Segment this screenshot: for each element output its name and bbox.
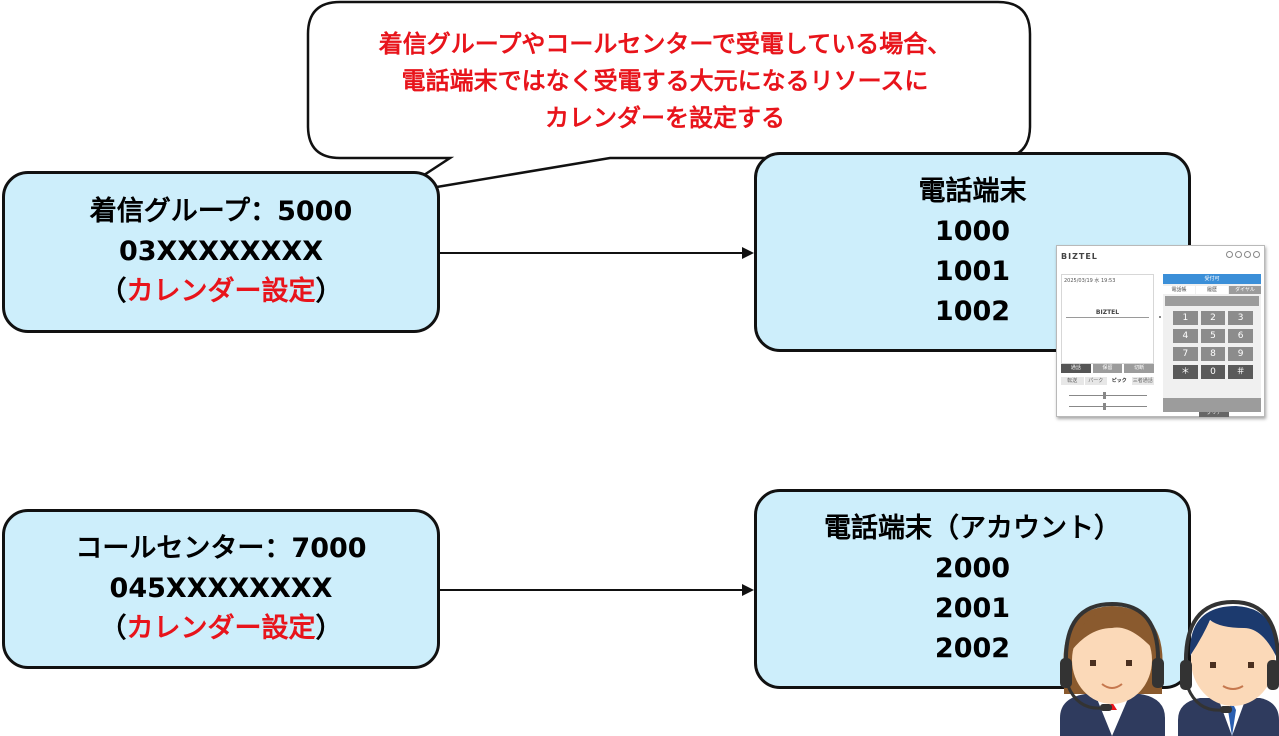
male-operator-icon (1178, 599, 1279, 736)
datetime: 2025/03/19 水 19:53 (1064, 278, 1116, 284)
hold-button: 保留 (1092, 364, 1123, 373)
softphone-screenshot: BIZTEL 2025/03/19 水 19:53 BIZTEL 通話 保留 切… (1056, 245, 1265, 417)
callout-bubble-shape (306, 0, 1032, 196)
panel-footer (1163, 398, 1261, 412)
gear-icon (1235, 251, 1242, 258)
paren: （ (99, 276, 127, 307)
call-center-box: コールセンター：7000 045XXXXXXXX （カレンダー設定） (2, 509, 440, 669)
dial-keypad: 1 2 3 4 5 6 7 8 9 ＊ 0 ＃ (1173, 311, 1253, 379)
hangup-button: 切断 (1124, 364, 1155, 373)
arrow-head (742, 584, 754, 596)
call-button: 通話 (1061, 364, 1091, 373)
volume-slider (1063, 392, 1153, 399)
minimize-icon (1226, 251, 1233, 258)
keypad-key: 6 (1228, 329, 1253, 343)
account-number: 2002 (934, 633, 1011, 664)
operators-illustration (1060, 599, 1279, 736)
account-terminal-title: 電話端末（アカウント） (824, 513, 1121, 544)
help-icon (1244, 251, 1251, 258)
calendar-setting: （カレンダー設定） (100, 609, 343, 649)
call-center-label: コールセンター：7000 (75, 533, 367, 564)
incoming-group-box: 着信グループ：5000 03XXXXXXXX （カレンダー設定） (2, 171, 440, 333)
keypad-key: 3 (1228, 311, 1253, 325)
keypad-key: ＃ (1228, 365, 1253, 379)
keypad-key: ＊ (1173, 365, 1198, 379)
mode-tab: パーク (1084, 377, 1107, 385)
keypad-key: 5 (1200, 329, 1226, 343)
group-label: 着信グループ：5000 (89, 196, 353, 227)
mode-tab: 転送 (1061, 377, 1084, 385)
mode-tab: ピック (1108, 377, 1131, 385)
callout-text: 着信グループやコールセンターで受電している場合、 電話端末ではなく受電する大元に… (316, 26, 1014, 137)
status-badge: 受付可 (1163, 274, 1261, 284)
calendar-label: カレンダー設定 (126, 276, 316, 307)
keypad-key: 1 (1173, 311, 1198, 325)
line-name: BIZTEL (1095, 309, 1120, 316)
extension-number: 1001 (934, 256, 1011, 287)
mode-tab: 三者通話 (1131, 377, 1154, 385)
callout-line: カレンダーを設定する (545, 104, 785, 132)
mic-slider (1063, 403, 1153, 410)
tab-history: 履歴 (1196, 286, 1228, 294)
close-icon (1253, 251, 1260, 258)
softphone-brand: BIZTEL (1061, 252, 1098, 261)
dial-panel: 受付可 電話帳 履歴 ダイヤル 1 2 3 4 5 6 7 8 9 ＊ 0 ＃ … (1163, 274, 1261, 417)
keypad-key: 7 (1173, 347, 1198, 361)
keypad-key: 9 (1228, 347, 1253, 361)
tab-phonebook: 電話帳 (1163, 286, 1195, 294)
extension-number: 1002 (934, 296, 1011, 327)
keypad-key: 2 (1200, 311, 1226, 325)
calendar-setting: （カレンダー設定） (100, 272, 343, 312)
mode-tabs: 転送 パーク ピック 三者通話 (1061, 377, 1154, 385)
call-center-number: 045XXXXXXXX (109, 573, 333, 604)
splitter-handle (1159, 316, 1161, 318)
panel-tabs: 電話帳 履歴 ダイヤル (1163, 286, 1261, 294)
paren: ） (315, 613, 343, 644)
callout-line: 電話端末ではなく受電する大元になるリソースに (401, 67, 929, 95)
window-controls (1226, 251, 1260, 258)
paren: ） (315, 276, 343, 307)
keypad-key: 8 (1200, 347, 1226, 361)
call-action-buttons: 通話 保留 切断 (1061, 364, 1155, 373)
call-info-panel: 2025/03/19 水 19:53 BIZTEL (1061, 274, 1154, 364)
arrow-callcenter-to-account (440, 584, 754, 596)
account-number: 2000 (934, 553, 1011, 584)
tab-dial: ダイヤル (1229, 286, 1261, 294)
dial-number-field (1165, 296, 1259, 306)
callout-line: 着信グループやコールセンターで受電している場合、 (378, 30, 952, 58)
keypad-key: 4 (1173, 329, 1198, 343)
arrow-group-to-phone (440, 247, 754, 259)
extension-number: 1000 (934, 216, 1011, 247)
keypad-key: 0 (1200, 365, 1226, 379)
phone-terminal-title: 電話端末 (918, 176, 1027, 207)
calendar-label: カレンダー設定 (126, 613, 316, 644)
account-number: 2001 (934, 593, 1011, 624)
female-operator-icon (1060, 601, 1165, 736)
group-number: 03XXXXXXXX (118, 236, 324, 267)
arrow-head (742, 247, 754, 259)
clear-button: クリア (1199, 409, 1229, 417)
paren: （ (99, 613, 127, 644)
divider (1066, 317, 1149, 318)
